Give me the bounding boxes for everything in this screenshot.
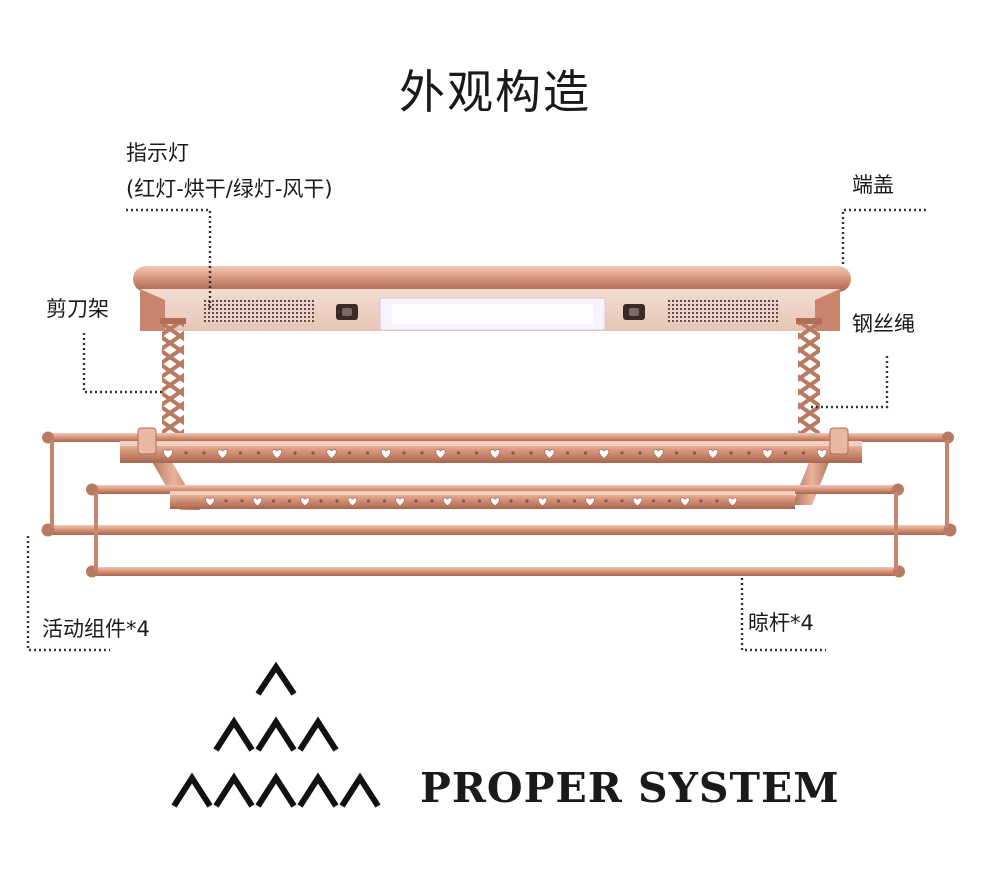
drying-rod-3 xyxy=(41,523,957,537)
brand-name: PROPER SYSTEM xyxy=(420,764,840,812)
scissor-lift-right xyxy=(796,318,822,435)
leader-drying-rod xyxy=(740,578,826,652)
top-housing xyxy=(133,266,851,331)
label-steel-wire: 钢丝绳 xyxy=(852,312,915,336)
vent-left xyxy=(204,300,314,322)
vent-right xyxy=(668,300,778,322)
leader-steel-wire xyxy=(808,356,889,409)
scissor-lift-left xyxy=(160,318,186,435)
label-end-cap: 端盖 xyxy=(852,173,894,197)
label-indicator-light: 指示灯 xyxy=(126,141,189,165)
label-moving-assembly: 活动组件*4 xyxy=(42,617,150,641)
leader-scissor-frame xyxy=(82,333,162,394)
page-title: 外观构造 xyxy=(399,65,591,119)
leader-end-cap xyxy=(841,208,926,266)
drying-rod-4 xyxy=(86,565,905,578)
hanger-end-blocks xyxy=(137,427,849,455)
chevron-triangle-logo-icon xyxy=(171,661,381,808)
heart-holes-back xyxy=(205,497,738,507)
leader-lines xyxy=(26,208,926,652)
label-drying-rod: 晾杆*4 xyxy=(748,611,814,635)
heart-holes-front xyxy=(162,448,828,459)
label-indicator-light-detail: (红灯-烘干/绿灯-风干) xyxy=(126,177,333,201)
label-scissor-frame: 剪刀架 xyxy=(46,297,109,321)
telescopic-side-arms xyxy=(50,440,949,570)
